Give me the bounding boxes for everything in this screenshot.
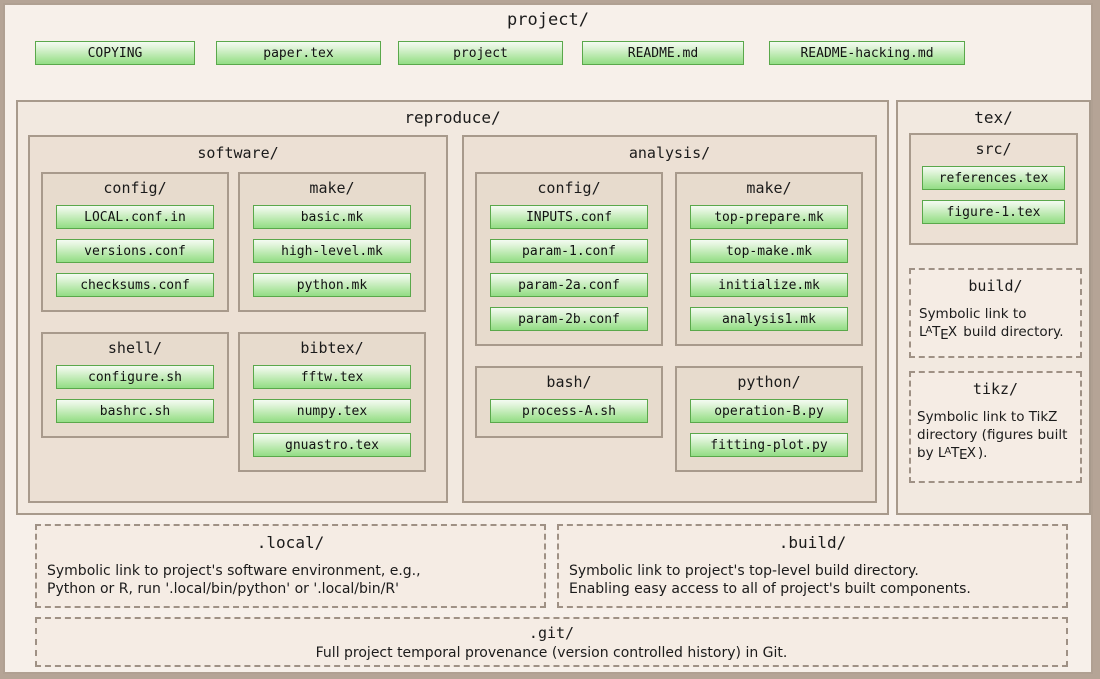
file-chip[interactable]: checksums.conf: [56, 273, 214, 297]
file-chip[interactable]: process-A.sh: [490, 399, 648, 423]
software-bibtex-title: bibtex/: [300, 339, 364, 357]
software-title: software/: [197, 144, 279, 162]
tex-tikz-desc-line3-pre: by: [917, 444, 938, 461]
tex-tikz-desc-line1: Symbolic link to TikZ: [917, 409, 1058, 425]
panel-analysis-make: make/ top-prepare.mk top-make.mk initial…: [675, 172, 863, 346]
reproduce-title: reproduce/: [404, 108, 501, 127]
file-chip[interactable]: README.md: [582, 41, 744, 65]
file-chip[interactable]: python.mk: [253, 273, 411, 297]
panel-local: .local/ Symbolic link to project's softw…: [35, 524, 546, 608]
panel-tex-tikz: tikz/ Symbolic link to TikZ directory (f…: [909, 371, 1082, 483]
file-chip[interactable]: analysis1.mk: [690, 307, 848, 331]
file-chip[interactable]: top-prepare.mk: [690, 205, 848, 229]
file-chip[interactable]: fitting-plot.py: [690, 433, 848, 457]
file-chip[interactable]: initialize.mk: [690, 273, 848, 297]
tex-tikz-desc-line2: directory (figures built: [917, 426, 1068, 443]
panel-analysis: analysis/ config/ INPUTS.conf param-1.co…: [462, 135, 877, 503]
panel-build: .build/ Symbolic link to project's top-l…: [557, 524, 1068, 608]
tex-tikz-title: tikz/: [972, 380, 1019, 398]
file-chip[interactable]: bashrc.sh: [56, 399, 214, 423]
panel-git: .git/ Full project temporal provenance (…: [35, 617, 1068, 667]
file-chip[interactable]: references.tex: [922, 166, 1065, 190]
local-description: Symbolic link to project's software envi…: [47, 562, 539, 599]
project-title: project/: [507, 10, 589, 30]
tex-tikz-desc-line3-post: ).: [977, 444, 988, 461]
file-chip[interactable]: param-2a.conf: [490, 273, 648, 297]
software-shell-title: shell/: [107, 339, 163, 357]
panel-tex-build: build/ Symbolic link to LATEX build dire…: [909, 268, 1082, 358]
file-chip[interactable]: numpy.tex: [253, 399, 411, 423]
build-desc-line2: Enabling easy access to all of project's…: [569, 581, 971, 598]
panel-analysis-config: config/ INPUTS.conf param-1.conf param-2…: [475, 172, 663, 346]
panel-software-config: config/ LOCAL.conf.in versions.conf chec…: [41, 172, 229, 312]
latex-logo: LATEX: [937, 444, 976, 464]
file-chip[interactable]: versions.conf: [56, 239, 214, 263]
panel-analysis-bash: bash/ process-A.sh: [475, 366, 663, 438]
panel-tex: tex/ src/ references.tex figure-1.tex bu…: [896, 100, 1091, 515]
git-title: .git/: [528, 624, 575, 642]
file-chip[interactable]: fftw.tex: [253, 365, 411, 389]
git-description: Full project temporal provenance (versio…: [315, 645, 788, 661]
file-chip[interactable]: param-1.conf: [490, 239, 648, 263]
tex-build-desc-line2: LATEX build directory.: [919, 323, 1079, 343]
file-chip[interactable]: configure.sh: [56, 365, 214, 389]
software-config-title: config/: [103, 179, 167, 197]
tex-build-title: build/: [968, 277, 1023, 295]
file-chip[interactable]: basic.mk: [253, 205, 411, 229]
tex-build-description: Symbolic link to LATEX build directory.: [919, 306, 1079, 343]
tex-tikz-description: Symbolic link to TikZ directory (figures…: [917, 409, 1083, 464]
file-chip[interactable]: INPUTS.conf: [490, 205, 648, 229]
analysis-title: analysis/: [628, 144, 711, 162]
build-desc-line1: Symbolic link to project's top-level bui…: [569, 563, 919, 579]
tex-build-desc-line1: Symbolic link to: [919, 306, 1027, 322]
file-chip[interactable]: gnuastro.tex: [253, 433, 411, 457]
analysis-bash-title: bash/: [546, 373, 592, 391]
panel-reproduce: reproduce/ software/ config/ LOCAL.conf.…: [16, 100, 889, 515]
diagram-root: project/ COPYING paper.tex project READM…: [3, 3, 1093, 674]
software-make-title: make/: [309, 179, 355, 197]
file-chip[interactable]: operation-B.py: [690, 399, 848, 423]
analysis-config-title: config/: [537, 179, 601, 197]
local-desc-line2: Python or R, run '.local/bin/python' or …: [47, 581, 399, 598]
build-description: Symbolic link to project's top-level bui…: [569, 562, 1061, 599]
file-chip[interactable]: project: [398, 41, 563, 65]
file-chip[interactable]: COPYING: [35, 41, 195, 65]
file-chip[interactable]: LOCAL.conf.in: [56, 205, 214, 229]
tex-build-desc-line2-text: build directory.: [959, 323, 1064, 340]
local-title: .local/: [256, 533, 325, 552]
panel-software-bibtex: bibtex/ fftw.tex numpy.tex gnuastro.tex: [238, 332, 426, 472]
tex-tikz-desc-line3: by LATEX).: [917, 444, 1083, 464]
tex-title: tex/: [974, 108, 1013, 127]
analysis-python-title: python/: [737, 373, 801, 391]
latex-logo: LATEX: [919, 323, 958, 343]
file-chip[interactable]: top-make.mk: [690, 239, 848, 263]
local-desc-line1: Symbolic link to project's software envi…: [47, 563, 421, 579]
panel-tex-src: src/ references.tex figure-1.tex: [909, 133, 1078, 245]
panel-software-shell: shell/ configure.sh bashrc.sh: [41, 332, 229, 438]
build-title: .build/: [778, 533, 847, 552]
panel-analysis-python: python/ operation-B.py fitting-plot.py: [675, 366, 863, 472]
analysis-make-title: make/: [746, 179, 792, 197]
panel-software: software/ config/ LOCAL.conf.in versions…: [28, 135, 448, 503]
file-chip[interactable]: figure-1.tex: [922, 200, 1065, 224]
tex-src-title: src/: [975, 140, 1012, 158]
file-chip[interactable]: paper.tex: [216, 41, 381, 65]
file-chip[interactable]: high-level.mk: [253, 239, 411, 263]
panel-software-make: make/ basic.mk high-level.mk python.mk: [238, 172, 426, 312]
file-chip[interactable]: param-2b.conf: [490, 307, 648, 331]
file-chip[interactable]: README-hacking.md: [769, 41, 965, 65]
